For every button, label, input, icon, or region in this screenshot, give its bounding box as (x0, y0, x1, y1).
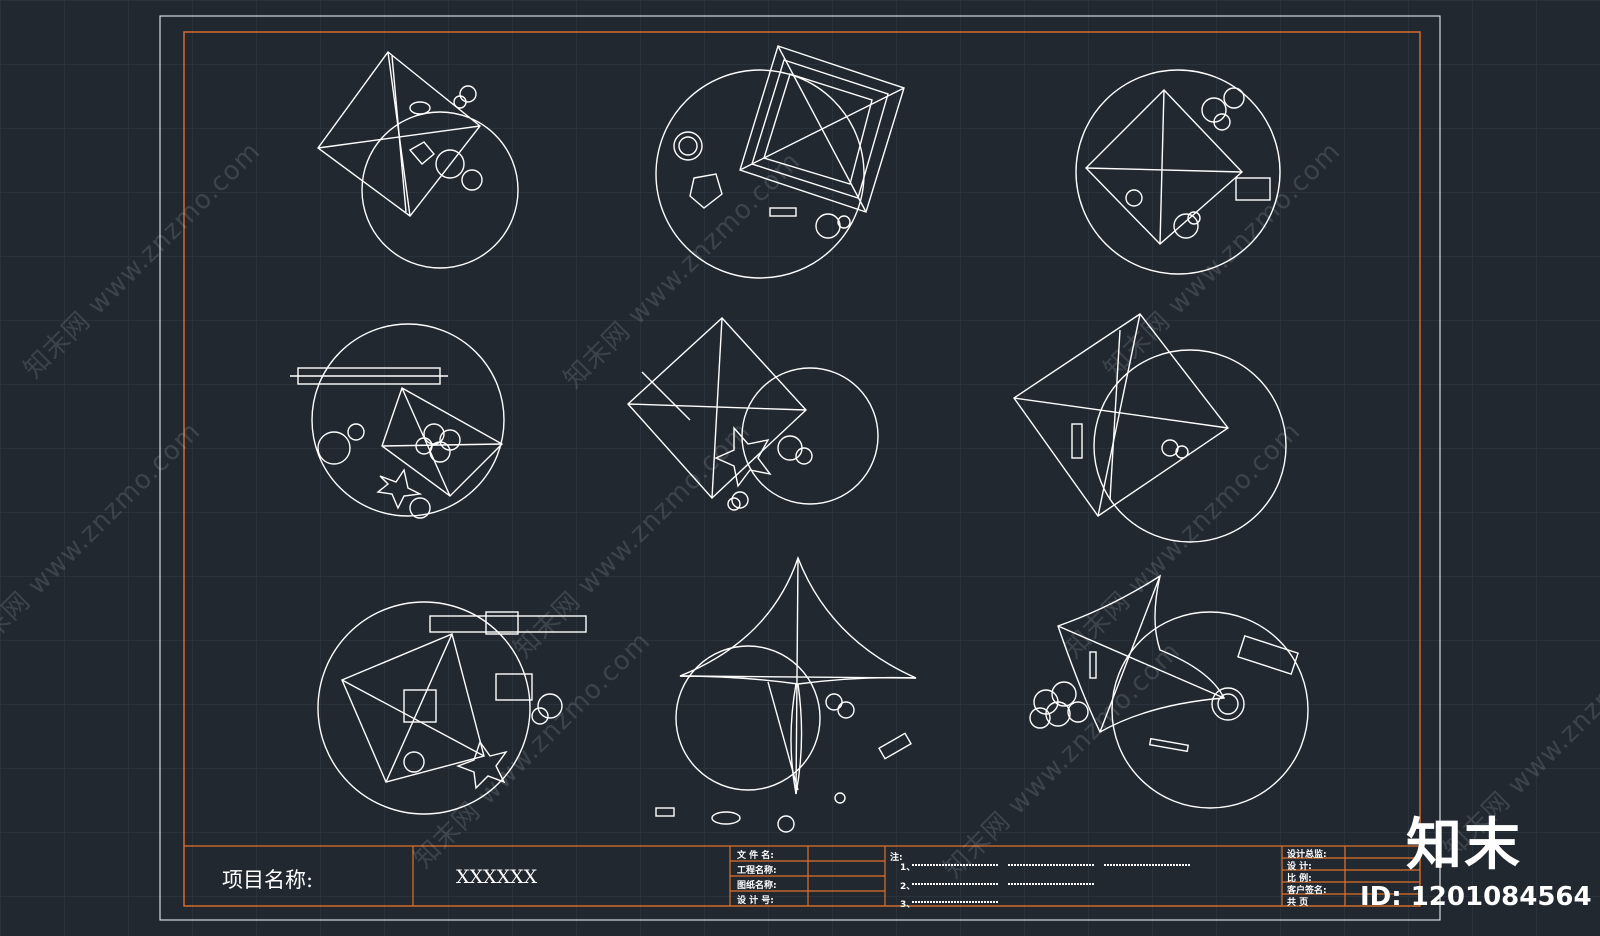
notes-placeholder-lines (912, 864, 1190, 903)
title-block (184, 845, 1420, 906)
outer-frame (159, 15, 1441, 921)
project-title-label: 工程名称: (737, 866, 777, 876)
page-count-label: 共 页 (1287, 898, 1309, 908)
scale-label: 比 例: (1287, 874, 1312, 884)
project-name-label: 项目名称: (222, 868, 314, 892)
note-1-number: 1、 (900, 863, 916, 873)
tent-plan-6-icon (1013, 313, 1287, 543)
tent-plan-5-icon (627, 317, 879, 511)
asset-id: ID: 1201084564 (1360, 882, 1592, 912)
project-name-value: XXXXXX (456, 866, 538, 888)
note-3-number: 3、 (900, 900, 916, 910)
tent-plan-4-icon (290, 323, 505, 519)
tent-plan-3-icon (1075, 69, 1281, 275)
design-director-label: 设计总监: (1287, 850, 1327, 860)
file-name-label: 文 件 名: (737, 851, 774, 861)
designer-label: 设 计: (1287, 862, 1312, 872)
design-number-label: 设 计 号: (737, 896, 774, 906)
brand-logo: 知末 (1406, 813, 1522, 878)
tent-plan-9-icon (1029, 574, 1309, 809)
client-signature-label: 客户签名: (1287, 886, 1327, 896)
inner-frame (183, 31, 1421, 907)
tent-plan-2-icon (655, 45, 905, 279)
tent-plan-1-icon (317, 50, 519, 269)
notes-label: 注: (890, 853, 903, 863)
tent-plan-8-icon (655, 555, 917, 833)
drawing-title-label: 图纸名称: (737, 881, 777, 891)
note-2-number: 2、 (900, 882, 916, 892)
tent-plan-7-icon (317, 601, 587, 815)
